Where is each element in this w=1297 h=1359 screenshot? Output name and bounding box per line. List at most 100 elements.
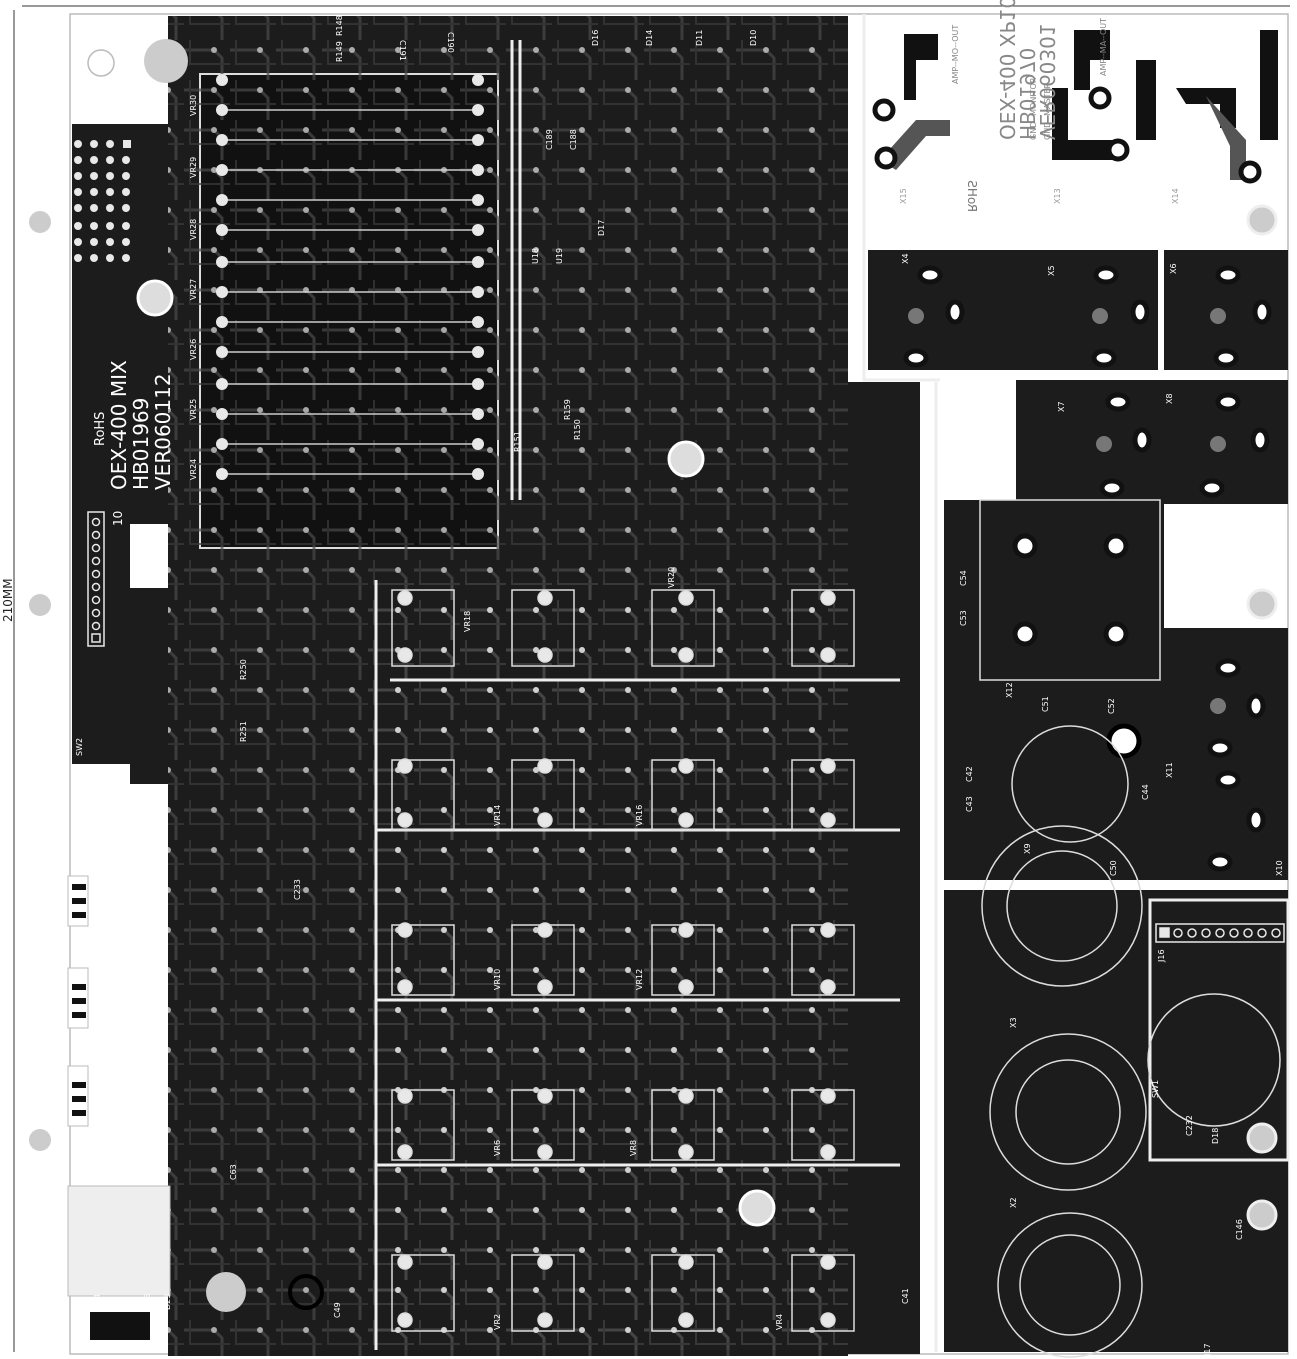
label-c188: C188 bbox=[569, 129, 578, 150]
label-gnd-monitor: GND--MONITOR bbox=[1029, 77, 1038, 140]
jack-sockets bbox=[979, 499, 1281, 1358]
label-sw2: SW2 bbox=[75, 738, 84, 756]
label-r251: R251 bbox=[239, 721, 248, 742]
label-x4: X4 bbox=[901, 253, 910, 264]
label-vr12: VR12 bbox=[635, 969, 644, 990]
power-connectors bbox=[872, 30, 1278, 184]
label-c146: C146 bbox=[1235, 1219, 1244, 1240]
jack-cells bbox=[903, 265, 1272, 872]
slider-rails bbox=[222, 109, 480, 475]
right-board-part-number: HB01970 bbox=[1015, 48, 1039, 140]
label-c32: C32 bbox=[1209, 544, 1218, 560]
label-d26: D26 bbox=[143, 1294, 152, 1310]
label-amp-mo-out: AMP--MO--OUT bbox=[951, 25, 960, 84]
label-vr4: VR4 bbox=[775, 1314, 784, 1330]
label-c49: C49 bbox=[333, 1302, 342, 1318]
label-vr20: VR20 bbox=[667, 567, 676, 588]
label-vr30: VR30 bbox=[189, 95, 198, 116]
regulators bbox=[67, 875, 171, 1340]
label-x15: X15 bbox=[899, 188, 908, 204]
label-x9: X9 bbox=[1023, 843, 1032, 854]
label-vr28: VR28 bbox=[189, 219, 198, 240]
label-x2: X2 bbox=[1009, 1197, 1018, 1208]
label-x8: X8 bbox=[1165, 393, 1174, 404]
label-x14: X14 bbox=[1171, 188, 1180, 204]
label-c189: C189 bbox=[545, 129, 554, 150]
main-board-version: VER060112 bbox=[151, 373, 175, 490]
label-x7: X7 bbox=[1057, 401, 1066, 412]
label-d14: D14 bbox=[645, 30, 654, 46]
label-vr27: VR27 bbox=[189, 279, 198, 300]
label-c50: C50 bbox=[1109, 860, 1118, 876]
label-r148: R148 bbox=[335, 15, 344, 36]
label-c233: C233 bbox=[293, 879, 302, 900]
label-u19: U19 bbox=[555, 248, 564, 264]
label-c53: C53 bbox=[959, 610, 968, 626]
label-vr16: VR16 bbox=[635, 805, 644, 826]
label-j16: J16 bbox=[1157, 949, 1166, 963]
label-d24: D24 bbox=[93, 1294, 102, 1310]
label-c191: C191 bbox=[398, 40, 407, 61]
label-x12: X12 bbox=[1005, 682, 1014, 698]
label-vr25: VR25 bbox=[189, 399, 198, 420]
label-vr10: VR10 bbox=[493, 969, 502, 990]
label-u32: U32 bbox=[102, 880, 111, 896]
label-c227: C227 bbox=[151, 1109, 160, 1130]
label-x10: X10 bbox=[1275, 860, 1284, 876]
label-d16: D16 bbox=[591, 30, 600, 46]
label-c54: C54 bbox=[959, 570, 968, 586]
right-rohs-logo: RoHS bbox=[965, 180, 979, 212]
label-gnd-master: GND--MASTER bbox=[1043, 82, 1052, 140]
label-r159: R159 bbox=[563, 399, 572, 420]
label-sw1: SW1 bbox=[1151, 1080, 1160, 1098]
label-u18: U18 bbox=[531, 248, 540, 264]
right-board-version: VER060301 bbox=[1035, 23, 1059, 140]
label-u33: U33 bbox=[102, 970, 111, 986]
label-c31: C31 bbox=[1237, 544, 1246, 560]
label-c232: C232 bbox=[1185, 1115, 1194, 1136]
label-x11: X11 bbox=[1165, 762, 1174, 778]
pin-header-10 bbox=[87, 511, 105, 647]
main-board-part-number: HB01969 bbox=[129, 398, 153, 490]
label-c41: C41 bbox=[901, 1288, 910, 1304]
label-r151: R151 bbox=[513, 431, 522, 452]
label-vr26: VR26 bbox=[189, 339, 198, 360]
label-d11: D11 bbox=[695, 30, 704, 46]
label-r149: R149 bbox=[335, 41, 344, 62]
label-vr14: VR14 bbox=[493, 805, 502, 826]
label-r150: R150 bbox=[573, 419, 582, 440]
label-c63: C63 bbox=[229, 1164, 238, 1180]
label-c43: C43 bbox=[965, 796, 974, 812]
label-c44: C44 bbox=[1141, 784, 1150, 800]
dimension-210mm: 210MM bbox=[1, 578, 15, 622]
label-amp-ma-out: AMP--MA--OUT bbox=[1099, 18, 1108, 76]
label-c190: C190 bbox=[446, 32, 455, 53]
label-c51: C51 bbox=[1041, 696, 1050, 712]
label-d25: D25 bbox=[73, 1300, 82, 1316]
copper-regions bbox=[72, 16, 1288, 1356]
label-x6: X6 bbox=[1169, 263, 1178, 274]
label-x5: X5 bbox=[1047, 265, 1056, 276]
mounting-holes bbox=[29, 39, 1278, 1312]
label-j17: J17 bbox=[1203, 1343, 1212, 1357]
label-vr18: VR18 bbox=[463, 611, 472, 632]
main-board-model: OEX-400 MIX bbox=[107, 360, 131, 490]
label-header-10: 10 bbox=[111, 511, 125, 526]
label-d23: D23 bbox=[163, 1294, 172, 1310]
pin-header-top-left bbox=[74, 140, 131, 262]
potentiometers bbox=[391, 589, 855, 1332]
routing-frame bbox=[374, 14, 1290, 1352]
j16-header bbox=[1155, 923, 1285, 943]
label-d18: D18 bbox=[1211, 1128, 1220, 1144]
label-x3: X3 bbox=[1009, 1017, 1018, 1028]
label-vr2: VR2 bbox=[493, 1314, 502, 1330]
label-vr24: VR24 bbox=[189, 459, 198, 480]
label-c42: C42 bbox=[965, 766, 974, 782]
label-vr8: VR8 bbox=[629, 1140, 638, 1156]
label-c231: C231 bbox=[115, 1147, 124, 1168]
label-d10: D10 bbox=[749, 30, 758, 46]
label-x13: X13 bbox=[1053, 188, 1062, 204]
slider-pads bbox=[216, 74, 484, 480]
